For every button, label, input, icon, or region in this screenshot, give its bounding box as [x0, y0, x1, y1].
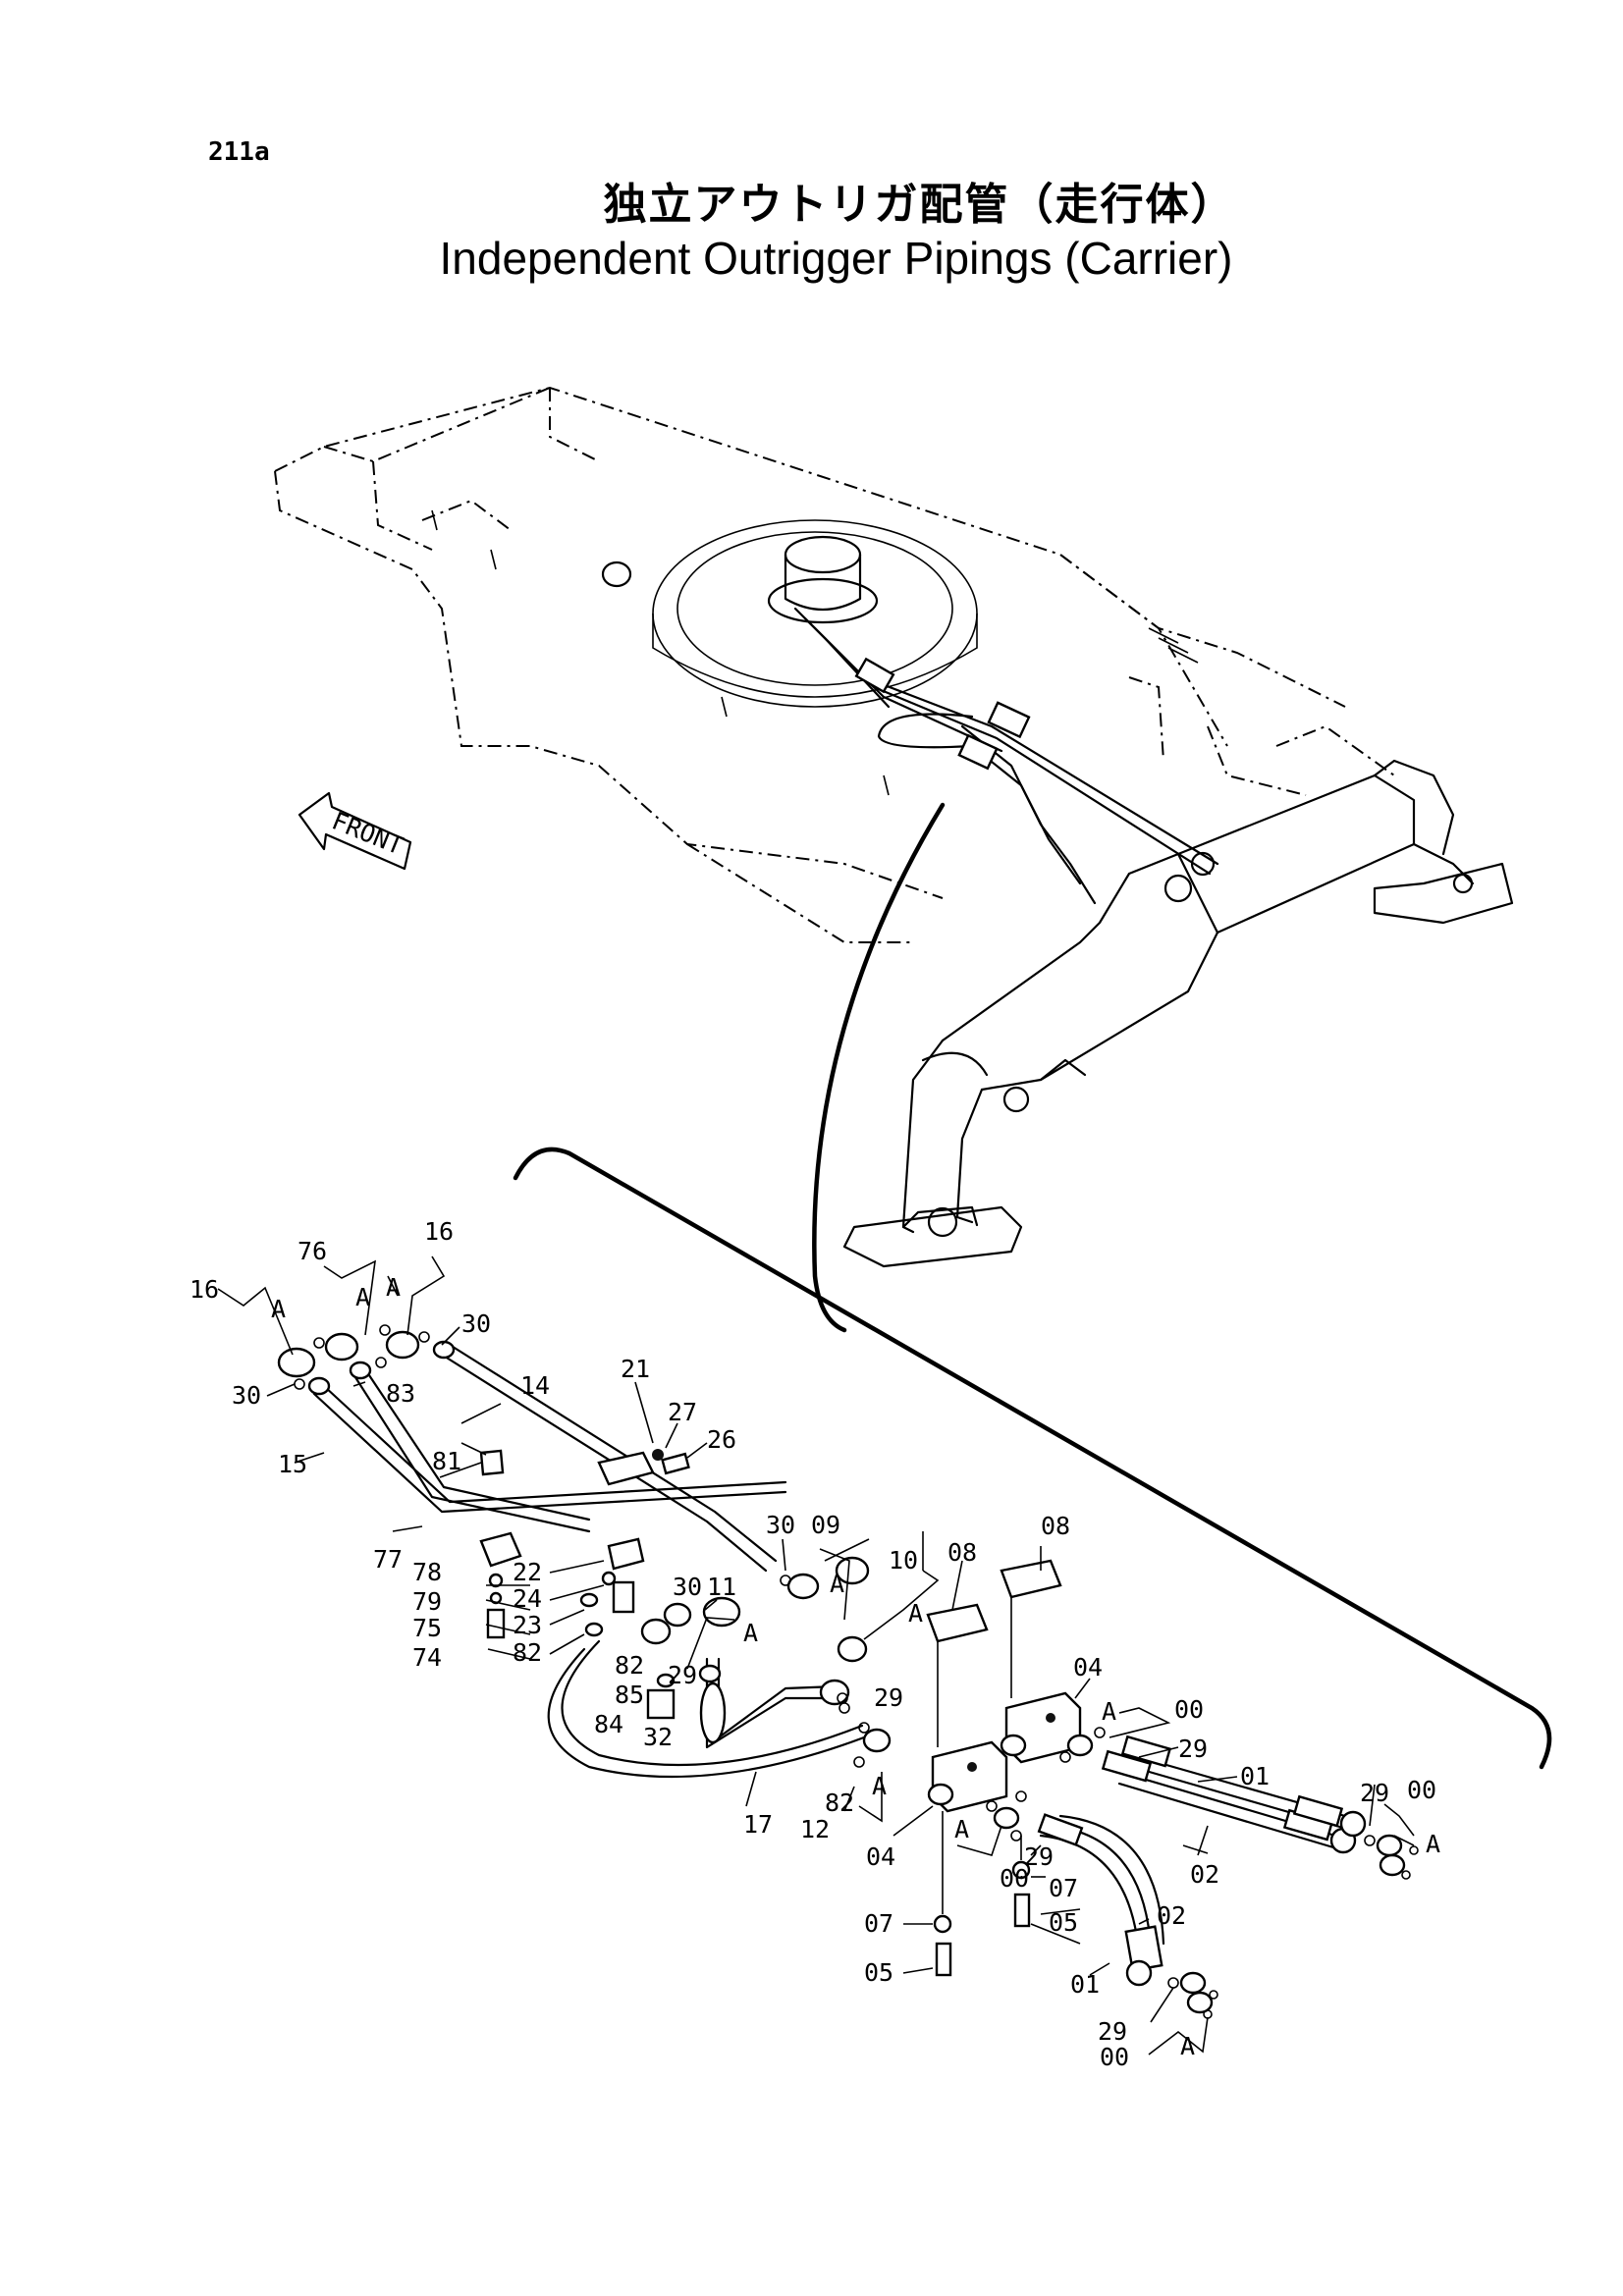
- title-japanese: 独立アウトリガ配管（走行体）: [603, 180, 1236, 230]
- callout-label: 27: [668, 1398, 697, 1426]
- exploded-piping: [277, 1324, 1419, 2019]
- leader-lines: [217, 1255, 1415, 2056]
- callout-label: A: [872, 1772, 887, 1800]
- callout-label: 12: [800, 1815, 830, 1843]
- callout-label: A: [743, 1619, 758, 1647]
- title-english: Independent Outrigger Pipings (Carrier): [439, 233, 1233, 284]
- callout-label: A: [830, 1570, 844, 1598]
- callout-label: 75: [412, 1614, 442, 1642]
- page-number: 211a: [208, 137, 270, 167]
- callout-label: 29: [874, 1683, 903, 1712]
- callout-label: 11: [707, 1573, 736, 1601]
- callout-label: 04: [1073, 1653, 1103, 1682]
- callout-label: 77: [373, 1545, 403, 1574]
- callout-label: 00: [1407, 1776, 1436, 1804]
- callout-label: 23: [513, 1611, 542, 1639]
- callout-label: A: [355, 1283, 370, 1311]
- callout-label: 83: [386, 1379, 415, 1408]
- callout-label: 01: [1070, 1970, 1100, 1999]
- callout-label: 30: [232, 1381, 261, 1410]
- callout-label: 08: [1041, 1512, 1070, 1540]
- callout-label: 01: [1240, 1762, 1270, 1790]
- callout-label: 05: [864, 1958, 893, 1987]
- callout-label: 02: [1157, 1901, 1186, 1930]
- callout-label: 15: [278, 1450, 307, 1478]
- callout-label: 14: [520, 1371, 550, 1400]
- callout-label: 29: [668, 1661, 697, 1689]
- callout-label: 76: [298, 1237, 327, 1265]
- callout-label: 29: [1024, 1842, 1054, 1871]
- callout-label: 09: [811, 1511, 840, 1539]
- callout-label: 82: [615, 1651, 644, 1680]
- front-arrow: FRONT: [298, 791, 412, 871]
- callout-label: 21: [621, 1355, 650, 1383]
- callout-labels: 16 A 76 A A 16 30 83 30 14 15 21 27 26 8…: [189, 1217, 1440, 2071]
- carrier-frame: [274, 386, 1395, 943]
- swivel-hoses: [793, 607, 1219, 905]
- callout-label: 00: [1000, 1864, 1029, 1893]
- callout-label: 08: [947, 1538, 977, 1567]
- callout-label: 17: [743, 1810, 773, 1839]
- callout-label: A: [271, 1295, 286, 1323]
- turntable-ring: [601, 519, 978, 708]
- callout-label: A: [386, 1273, 401, 1302]
- callout-label: 16: [424, 1217, 454, 1246]
- callout-label: 30: [673, 1573, 702, 1601]
- section-boundary: [513, 802, 1552, 1770]
- callout-label: A: [1102, 1697, 1116, 1726]
- callout-label: 26: [707, 1425, 736, 1454]
- callout-label: 30: [461, 1309, 491, 1338]
- callout-label: 04: [866, 1842, 895, 1871]
- callout-label: A: [1180, 2032, 1195, 2060]
- callout-label: 07: [1049, 1874, 1078, 1902]
- callout-label: 84: [594, 1710, 623, 1738]
- outrigger-arm: [842, 759, 1514, 1268]
- callout-label: 29: [1098, 2017, 1127, 2046]
- callout-label: 85: [615, 1681, 644, 1709]
- callout-label: A: [908, 1599, 923, 1628]
- callout-label: 78: [412, 1558, 442, 1586]
- callout-label: 00: [1174, 1695, 1204, 1724]
- callout-label: 10: [889, 1546, 918, 1575]
- callout-label: 02: [1190, 1860, 1219, 1889]
- callout-label: A: [954, 1815, 969, 1843]
- callout-label: 16: [189, 1275, 219, 1304]
- callout-label: 82: [825, 1789, 854, 1817]
- callout-label: 30: [766, 1511, 795, 1539]
- callout-label: 32: [643, 1723, 673, 1751]
- callout-label: 07: [864, 1909, 893, 1938]
- callout-label: 29: [1360, 1779, 1389, 1807]
- callout-label: 79: [412, 1587, 442, 1616]
- callout-label: 05: [1049, 1908, 1078, 1937]
- callout-label: A: [1426, 1830, 1440, 1858]
- callout-label: 81: [432, 1447, 461, 1475]
- callout-label: 24: [513, 1584, 542, 1613]
- callout-label: 00: [1100, 2043, 1129, 2071]
- callout-label: 22: [513, 1558, 542, 1586]
- callout-label: 29: [1178, 1735, 1208, 1763]
- callout-label: 74: [412, 1643, 442, 1672]
- callout-label: 82: [513, 1638, 542, 1667]
